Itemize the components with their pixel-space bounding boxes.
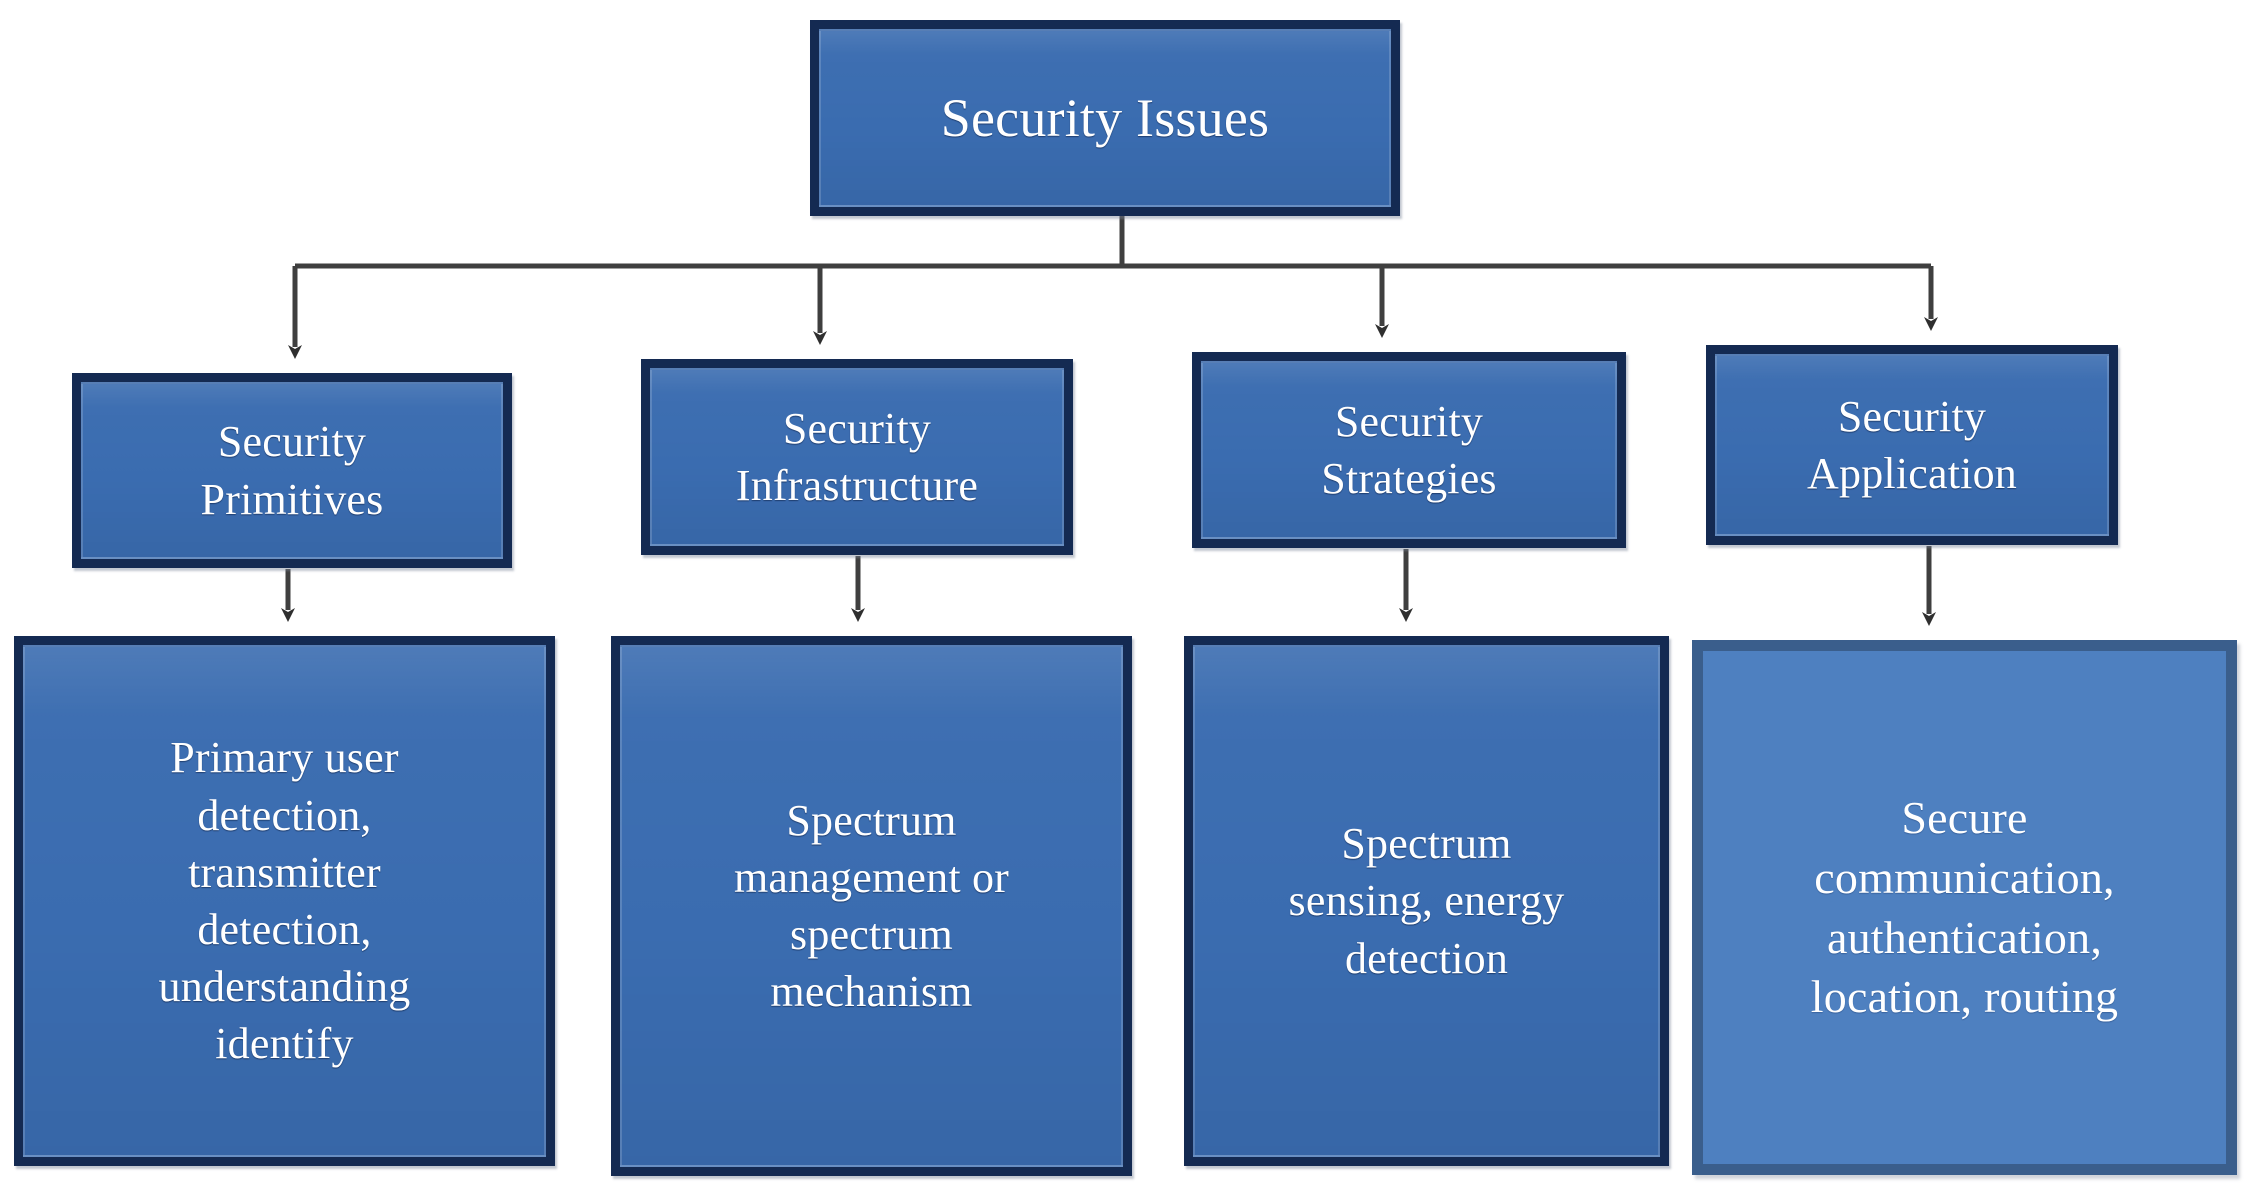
node-security-issues[interactable]: Security Issues xyxy=(810,20,1400,216)
node-inner: Security Issues xyxy=(819,29,1391,207)
node-label: Security Issues xyxy=(940,87,1270,148)
